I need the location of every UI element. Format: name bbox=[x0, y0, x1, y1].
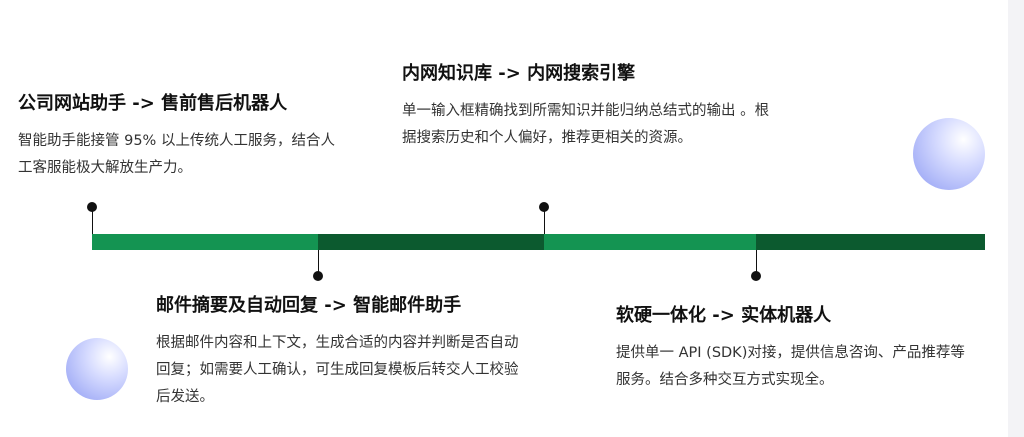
milestone-title: 内网知识库 -> 内网搜索引擎 bbox=[402, 63, 636, 84]
timeline-segment-4 bbox=[756, 234, 985, 250]
connector-line-4 bbox=[756, 250, 757, 276]
connector-dot-1 bbox=[87, 202, 97, 212]
connector-line-3 bbox=[544, 208, 545, 234]
milestone-title: 邮件摘要及自动回复 -> 智能邮件助手 bbox=[156, 295, 462, 316]
connector-dot-2 bbox=[313, 271, 323, 281]
timeline-segment-3 bbox=[544, 234, 756, 250]
milestone-intranet-knowledge: 内网知识库 -> 内网搜索引擎 单一输入框精确找到所需知识并能归纳总结式的输出 … bbox=[402, 62, 780, 152]
milestone-description: 单一输入框精确找到所需知识并能归纳总结式的输出 。根据搜索历史和个人偏好，推荐更… bbox=[402, 103, 770, 146]
milestone-description: 提供单一 API (SDK)对接，提供信息咨询、产品推荐等服务。结合多种交互方式… bbox=[616, 345, 965, 388]
right-scroll-area bbox=[1008, 0, 1024, 437]
timeline-segment-2 bbox=[318, 234, 544, 250]
milestone-title: 软硬一体化 -> 实体机器人 bbox=[616, 305, 832, 326]
milestone-title: 公司网站助手 -> 售前售后机器人 bbox=[18, 93, 288, 114]
connector-line-2 bbox=[318, 250, 319, 276]
milestone-website-assistant: 公司网站助手 -> 售前售后机器人 智能助手能接管 95% 以上传统人工服务，结… bbox=[18, 92, 348, 182]
milestone-physical-robot: 软硬一体化 -> 实体机器人 提供单一 API (SDK)对接，提供信息咨询、产… bbox=[616, 304, 978, 394]
decorative-orb-bottom-left bbox=[66, 338, 128, 400]
connector-line-1 bbox=[92, 208, 93, 234]
connector-dot-3 bbox=[539, 202, 549, 212]
timeline-segment-1 bbox=[92, 234, 318, 250]
connector-dot-4 bbox=[751, 271, 761, 281]
decorative-orb-top-right bbox=[913, 118, 985, 190]
milestone-description: 根据邮件内容和上下文，生成合适的内容并判断是否自动回复；如需要人工确认，可生成回… bbox=[156, 335, 519, 405]
milestone-description: 智能助手能接管 95% 以上传统人工服务，结合人工客服能极大解放生产力。 bbox=[18, 133, 335, 176]
milestone-email-assistant: 邮件摘要及自动回复 -> 智能邮件助手 根据邮件内容和上下文，生成合适的内容并判… bbox=[156, 294, 528, 411]
